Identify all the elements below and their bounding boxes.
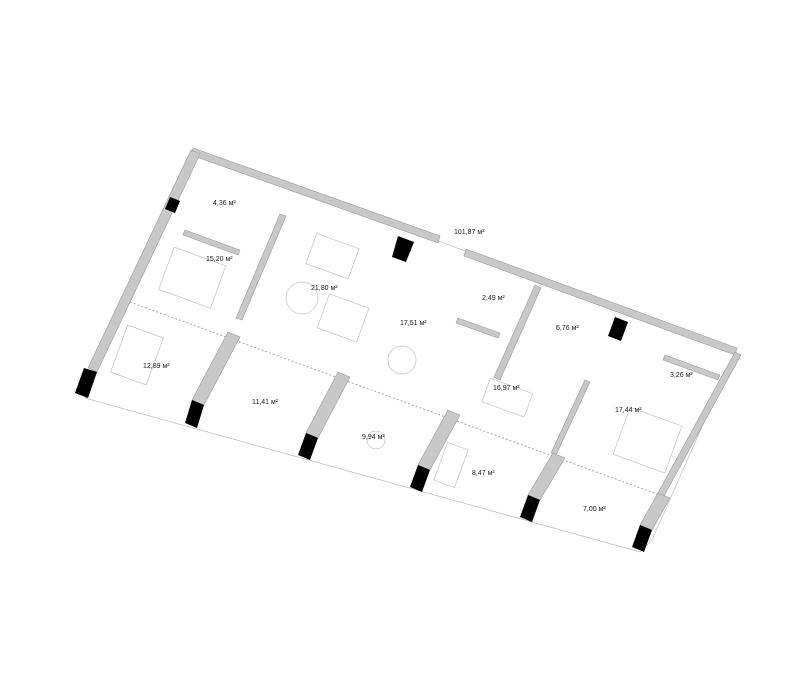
room-area-living-room: 21,80 м² — [311, 285, 338, 292]
room-area-bedroom-1: 15,20 м² — [206, 256, 233, 263]
room-area-balcony-3: 9,94 м² — [362, 434, 385, 441]
sofa — [305, 232, 360, 280]
room-area-balcony-5: 7,00 м² — [583, 506, 606, 513]
room-area-balcony-4: 8,47 м² — [472, 470, 495, 477]
column — [417, 409, 461, 471]
column — [527, 452, 566, 501]
sofa — [316, 293, 370, 343]
bed — [158, 246, 227, 309]
pillar — [165, 197, 180, 213]
inner-wall — [455, 317, 501, 339]
inner-wall — [493, 284, 542, 381]
inner-wall — [235, 213, 287, 321]
pillar — [185, 400, 204, 428]
column — [639, 492, 671, 531]
lounger — [110, 324, 164, 386]
pillar — [392, 236, 414, 262]
inner-wall — [662, 354, 721, 381]
room-area-bathroom-1: 4,36 м² — [213, 200, 236, 207]
room-area-bedroom-2: 17,44 м² — [615, 407, 642, 414]
kitchen-island — [481, 377, 534, 418]
room-area-balcony-1: 12,89 м² — [143, 363, 170, 370]
total-area-value: 101,87 м² — [454, 229, 485, 236]
room-area-bathroom-2: 6,76 м² — [556, 325, 579, 332]
room-area-balcony-2: 11,41 м² — [252, 399, 279, 406]
pillar — [298, 433, 318, 460]
room-area-wc: 2,49 м² — [482, 295, 505, 302]
pillar — [632, 525, 652, 552]
column — [191, 331, 241, 406]
balcony-table — [366, 430, 386, 450]
apartment-outline — [84, 149, 736, 553]
room-area-kitchen: 16,97 м² — [493, 385, 520, 392]
pillar — [520, 495, 540, 522]
pillar — [608, 317, 628, 341]
dining-table — [387, 345, 417, 375]
balcony-line — [129, 301, 666, 498]
column — [305, 371, 351, 439]
inner-wall — [550, 379, 591, 456]
pillar — [410, 465, 430, 492]
inner-wall — [182, 229, 241, 256]
pillar — [75, 368, 97, 398]
outer-wall-top-left — [190, 147, 441, 244]
outer-wall-left — [87, 149, 201, 373]
room-area-bathroom-3: 3,26 м² — [670, 372, 693, 379]
round-rug — [285, 281, 319, 315]
bed — [612, 406, 683, 474]
outer-wall-top-right — [463, 248, 738, 356]
car-lounger — [433, 441, 469, 489]
room-area-hall: 17,51 м² — [400, 320, 427, 327]
